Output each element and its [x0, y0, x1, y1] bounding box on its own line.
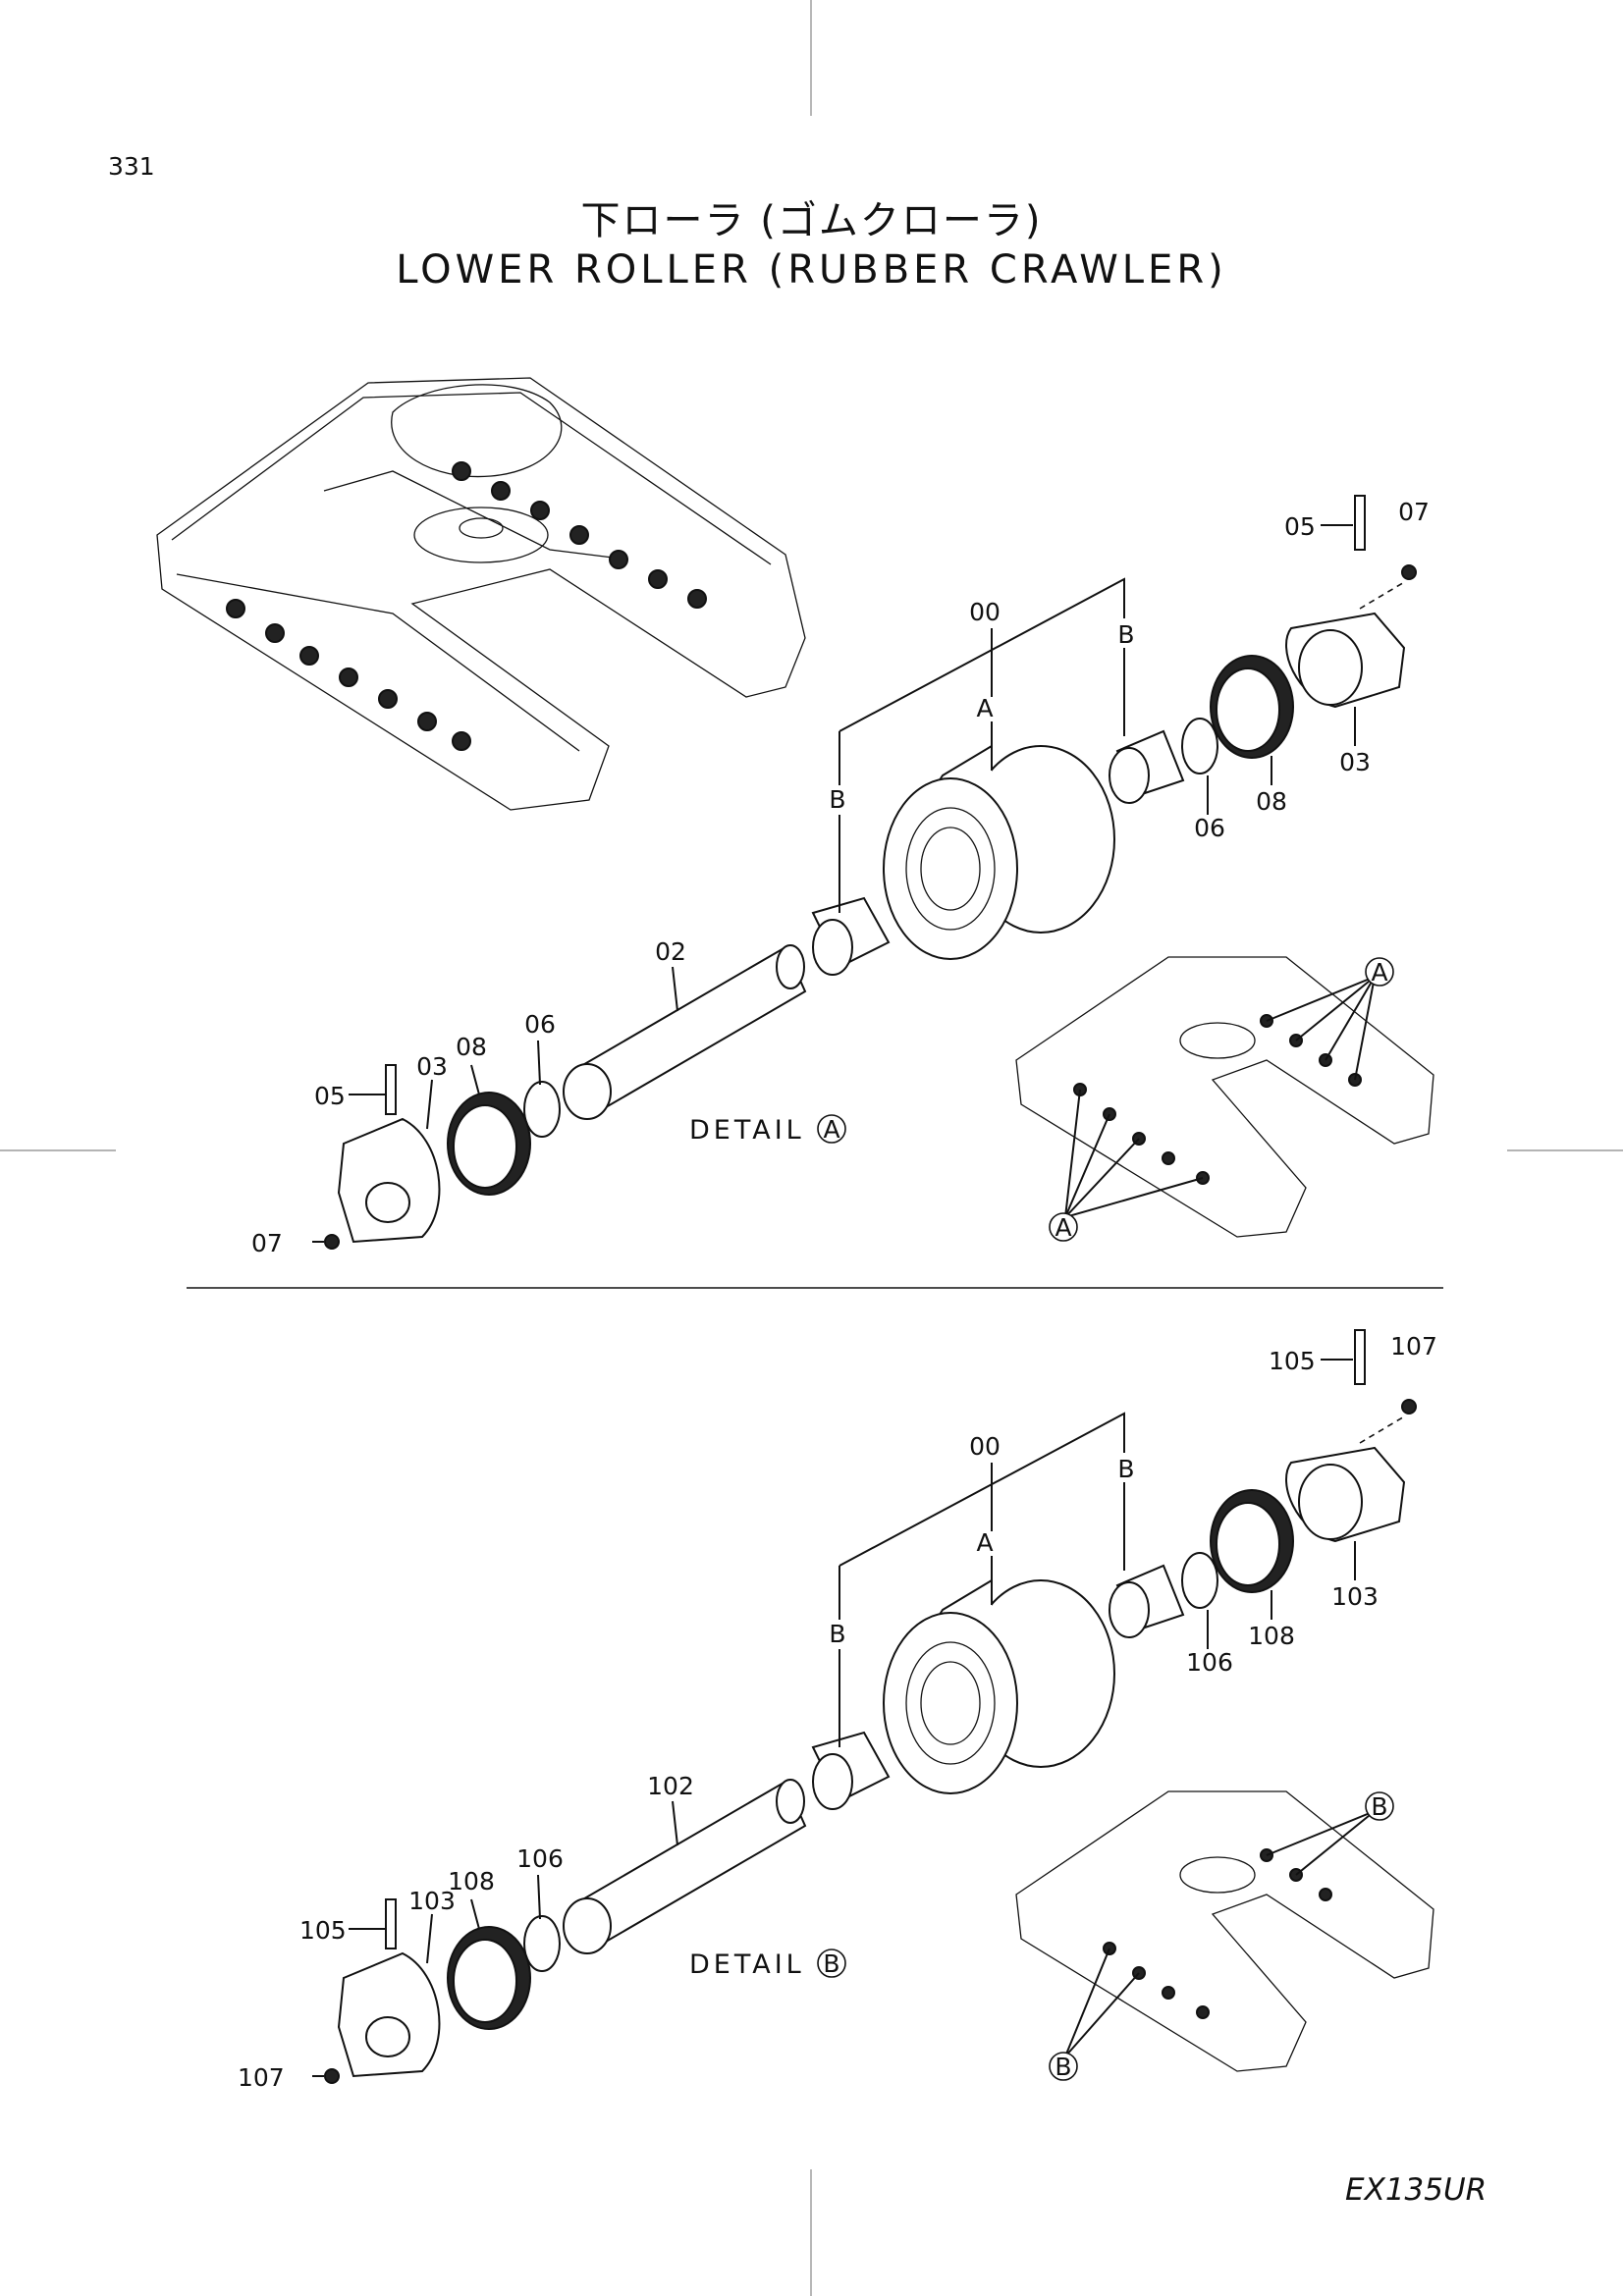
- label-08-right: 08: [1256, 787, 1287, 816]
- label-B2-b: B: [829, 1620, 845, 1648]
- label-08-left: 08: [456, 1033, 487, 1061]
- label-07-left: 07: [251, 1229, 283, 1257]
- detail-a-locator-illustration: A A: [1015, 956, 1434, 1242]
- label-106-right: 106: [1186, 1648, 1233, 1677]
- detail-b-exploded-view: [312, 1329, 1417, 2084]
- label-05-right: 05: [1284, 512, 1316, 541]
- detail-a-caption: DETAIL: [689, 1115, 805, 1146]
- label-00-a: 00: [969, 598, 1001, 626]
- detail-b-locator-illustration: B B: [1015, 1790, 1434, 2081]
- detail-b-marker: B: [823, 1949, 839, 1978]
- svg-text:B: B: [1055, 2053, 1071, 2081]
- model-code: EX135UR: [1345, 2172, 1488, 2208]
- detail-a-marker: A: [823, 1115, 839, 1144]
- label-103-left: 103: [408, 1887, 456, 1915]
- svg-text:B: B: [1371, 1792, 1387, 1821]
- label-A-b: A: [976, 1528, 993, 1557]
- label-107-left: 107: [238, 2063, 285, 2092]
- svg-text:A: A: [1055, 1213, 1071, 1242]
- svg-text:A: A: [1371, 958, 1387, 987]
- page-number: 331: [108, 152, 155, 181]
- label-02: 02: [655, 937, 686, 966]
- label-108-left: 108: [448, 1867, 495, 1896]
- label-103-right: 103: [1331, 1582, 1379, 1611]
- detail-b-marker-circle: [817, 1949, 846, 1978]
- undercarriage-overview-illustration: [156, 377, 806, 811]
- page-title-english: LOWER ROLLER (RUBBER CRAWLER): [396, 247, 1227, 293]
- label-108-right: 108: [1248, 1622, 1295, 1650]
- label-102: 102: [647, 1772, 694, 1800]
- label-06-right: 06: [1194, 814, 1225, 842]
- label-B1-b: B: [1117, 1455, 1134, 1483]
- label-B1-a: B: [1117, 620, 1134, 649]
- detail-b-caption: DETAIL: [689, 1949, 805, 1980]
- detail-a-marker-circle: [817, 1114, 846, 1144]
- label-03-left: 03: [416, 1052, 448, 1081]
- label-00-b: 00: [969, 1432, 1001, 1461]
- detail-a-exploded-view: [312, 495, 1417, 1250]
- label-06-left: 06: [524, 1010, 556, 1039]
- page-title-japanese: 下ローラ (ゴムクローラ): [580, 198, 1043, 243]
- label-105-left: 105: [299, 1916, 347, 1945]
- label-03-right: 03: [1339, 748, 1371, 776]
- label-07-right: 07: [1398, 498, 1430, 526]
- label-A-a: A: [976, 694, 993, 722]
- label-106-left: 106: [516, 1844, 564, 1873]
- label-105-right: 105: [1269, 1347, 1316, 1375]
- label-B2-a: B: [829, 785, 845, 814]
- label-05-left: 05: [314, 1082, 346, 1110]
- label-107-right: 107: [1390, 1332, 1437, 1361]
